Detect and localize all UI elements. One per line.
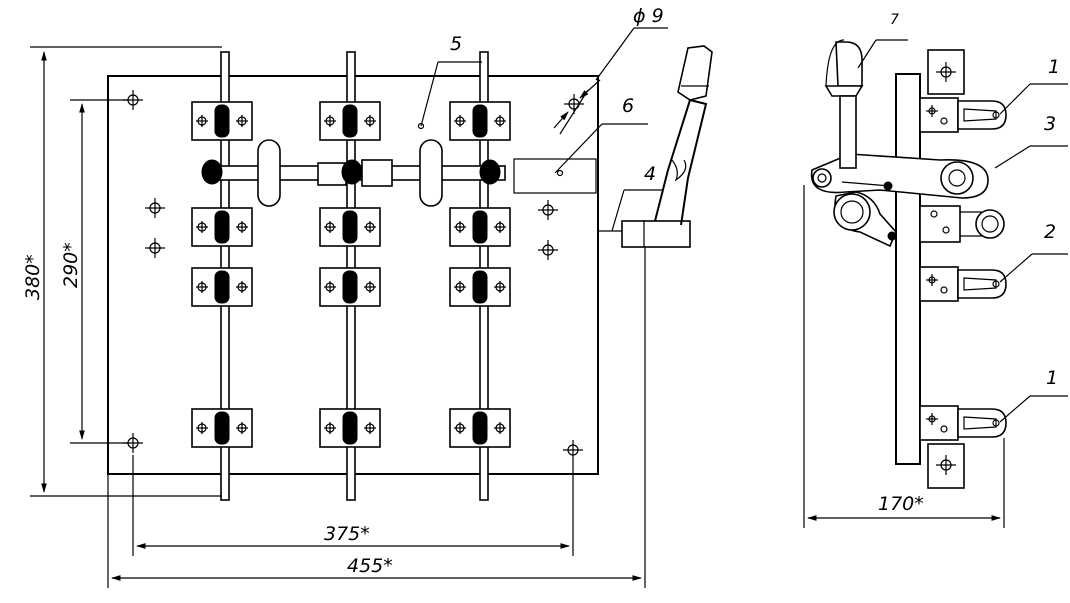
callout-1-top: 1 [1048,56,1060,78]
hole-arrow [553,111,569,129]
dim-380: 380* [22,254,44,300]
dim-455: 455* [347,555,393,577]
side-contact-middle [919,205,961,243]
side-contact [919,97,1007,441]
callout-6: 6 [622,95,634,117]
callout-5: 5 [450,33,462,55]
hole-arrow [579,79,601,99]
side-view: 170* 7 1 3 2 1 [803,12,1068,528]
side-handle [824,39,864,169]
hole-diameter-label: ϕ 9 [633,5,664,27]
side-leader-lines [857,39,1068,423]
callout-1-bottom: 1 [1046,367,1058,389]
nameplate [513,158,597,194]
callout-3: 3 [1044,113,1056,135]
callout-7: 7 [890,12,899,28]
side-dimension [803,185,1005,528]
operating-shaft [201,139,506,207]
dim-375: 375* [324,523,370,545]
callout-2: 2 [1044,221,1056,243]
lever-mechanism [810,153,989,248]
dim-290: 290* [60,242,82,288]
dimension-lines [30,46,646,588]
front-view: 380* 290* 375* 455* ϕ 9 5 6 4 [22,5,713,588]
dim-170: 170* [878,493,924,515]
callout-4: 4 [644,163,656,185]
operating-handle [598,45,713,248]
side-base-plate [895,73,921,465]
